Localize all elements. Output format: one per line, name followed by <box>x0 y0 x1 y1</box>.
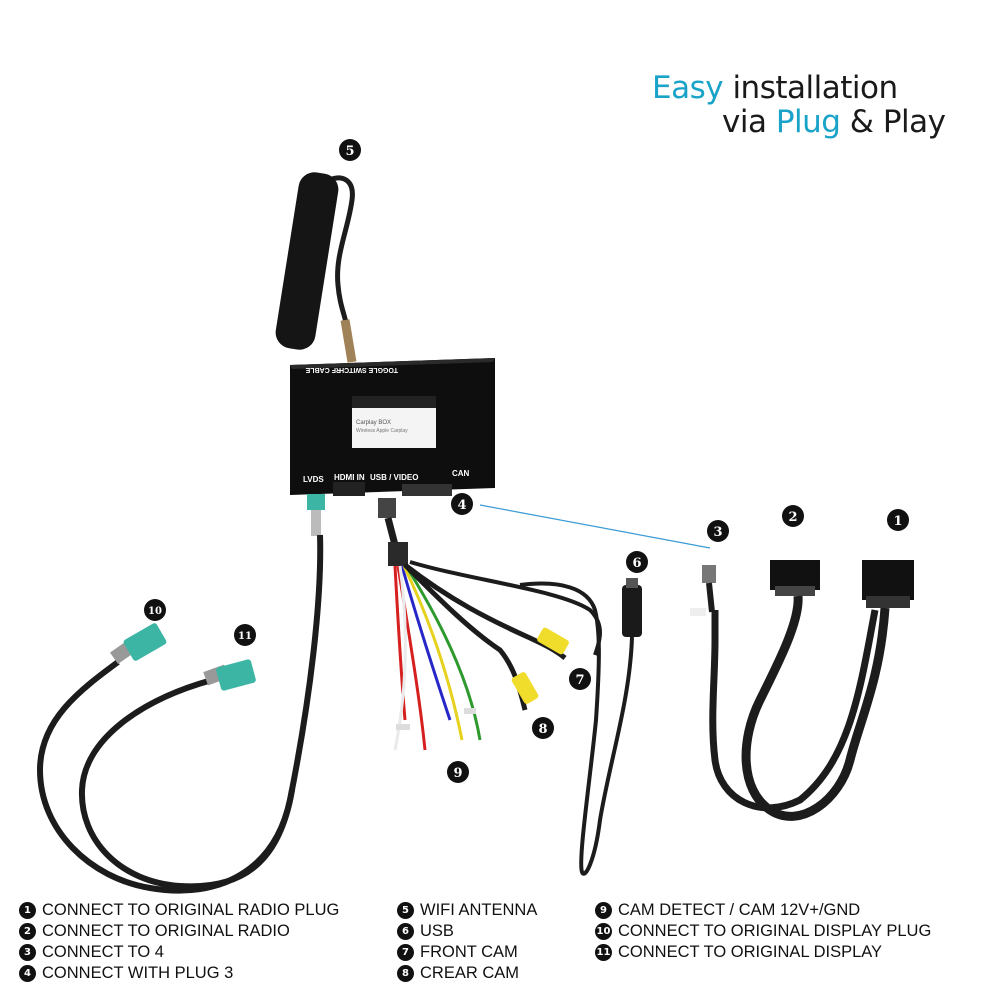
callout-9: 9 <box>447 761 469 783</box>
can-harness <box>690 560 914 821</box>
label-hdmi-in: HDMI IN <box>334 473 365 482</box>
callout-7: 7 <box>569 668 591 690</box>
callout-1: 1 <box>887 509 909 531</box>
title-installation: installation <box>723 70 898 106</box>
sticker-line-2: Wireless Apple Carplay <box>356 428 408 434</box>
radio-connector <box>770 560 820 590</box>
title-via: via <box>722 104 776 140</box>
svg-text:4: 4 <box>457 498 466 513</box>
label-rf-cable: RF CABLE <box>305 366 341 373</box>
title-easy: Easy <box>652 70 724 106</box>
svg-text:5: 5 <box>345 144 354 159</box>
svg-text:7: 7 <box>575 673 584 688</box>
sticker-line-1: Carplay BOX <box>356 420 391 426</box>
callout-5: 5 <box>339 139 361 161</box>
link-line-4-to-3 <box>479 504 711 549</box>
svg-text:11: 11 <box>238 631 252 642</box>
callout-4: 4 <box>451 493 473 515</box>
usb-cable <box>519 578 642 876</box>
rca-rear-cam <box>511 672 539 704</box>
label-lvds: LVDS <box>303 475 324 484</box>
callout-3: 3 <box>707 520 729 542</box>
connector-11 <box>216 659 256 691</box>
label-can: CAN <box>452 469 470 478</box>
title-and-play: & Play <box>840 104 946 140</box>
lvds-cable <box>36 494 325 894</box>
svg-text:6: 6 <box>632 556 641 571</box>
svg-text:1: 1 <box>893 514 902 529</box>
radio-plug-connector <box>862 560 914 600</box>
connector-10 <box>123 623 167 661</box>
interface-box: Carplay BOX Wireless Apple Carplay RF CA… <box>290 358 495 496</box>
wifi-antenna <box>275 172 357 363</box>
callout-2: 2 <box>782 505 804 527</box>
callout-10: 10 <box>144 599 166 621</box>
label-toggle-switch: TOGGLE SWITCH <box>339 366 398 373</box>
rca-front-cam <box>537 627 569 655</box>
svg-text:8: 8 <box>538 722 547 737</box>
title-line-2: via Plug & Play <box>722 104 946 140</box>
callout-11: 11 <box>234 624 256 646</box>
callout-8: 8 <box>532 717 554 739</box>
title-plug: Plug <box>775 104 841 140</box>
title-line-1: Easy installation <box>652 70 898 106</box>
callout-6: 6 <box>626 551 648 573</box>
usb-video-harness <box>378 498 602 751</box>
svg-text:3: 3 <box>713 525 722 540</box>
svg-text:9: 9 <box>453 766 462 781</box>
svg-text:10: 10 <box>148 606 162 617</box>
label-usb-video: USB / VIDEO <box>370 473 418 482</box>
svg-text:2: 2 <box>788 510 797 525</box>
